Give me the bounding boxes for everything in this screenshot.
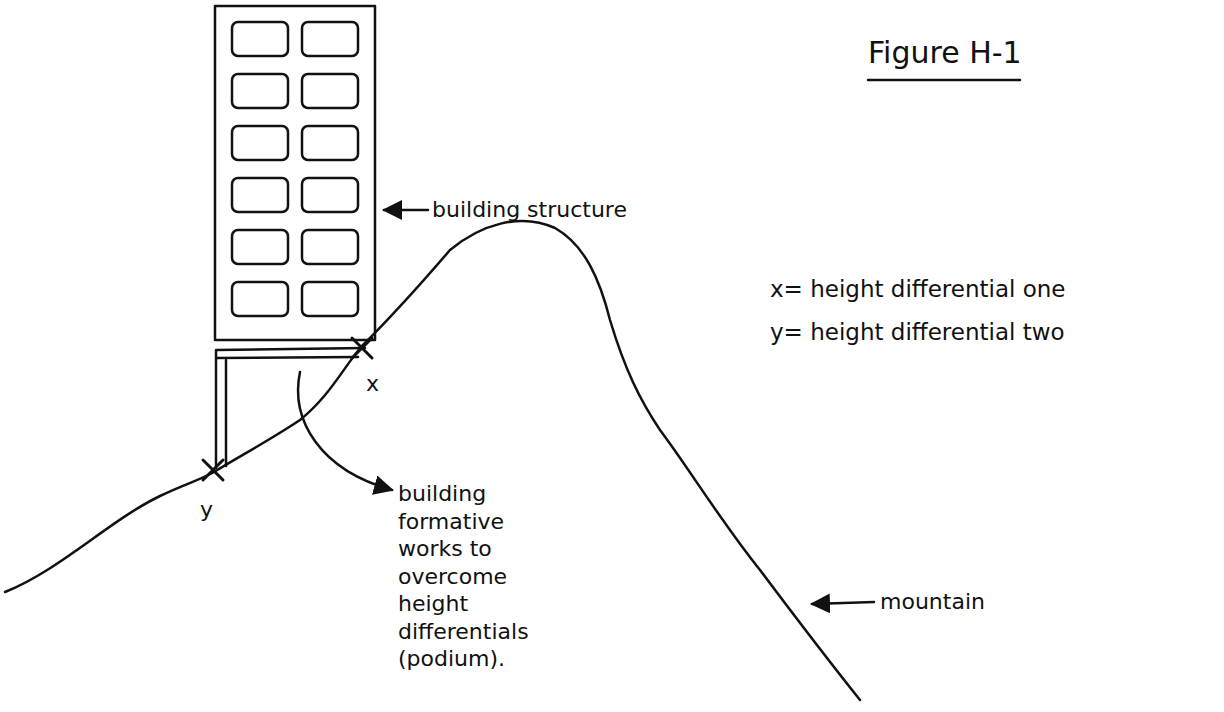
point-label: x [366,370,379,398]
cross-mark-y [203,460,223,480]
window [302,126,358,160]
podium [216,348,365,468]
window [302,178,358,212]
window [232,126,288,160]
leader-arrow [384,209,428,212]
legend-note: y= height differential two [770,318,1065,347]
leader-arrow [812,602,874,604]
cross-mark-x [352,338,372,358]
point-label: y [200,496,213,524]
title-underline [868,79,1020,82]
window [302,22,358,56]
callout-label: building structure [432,196,627,224]
window [302,230,358,264]
window [232,178,288,212]
window [232,74,288,108]
building-windows [232,22,358,316]
callout-label: mountain [880,588,985,616]
window [302,74,358,108]
figure-title: Figure H-1 [868,34,1022,72]
mountain-outline [5,221,860,700]
building-outline [215,6,375,340]
window [232,230,288,264]
callout-label: building formative works to overcome hei… [398,480,563,673]
window [232,282,288,316]
window [302,282,358,316]
legend-note: x= height differential one [770,275,1066,304]
window [232,22,288,56]
